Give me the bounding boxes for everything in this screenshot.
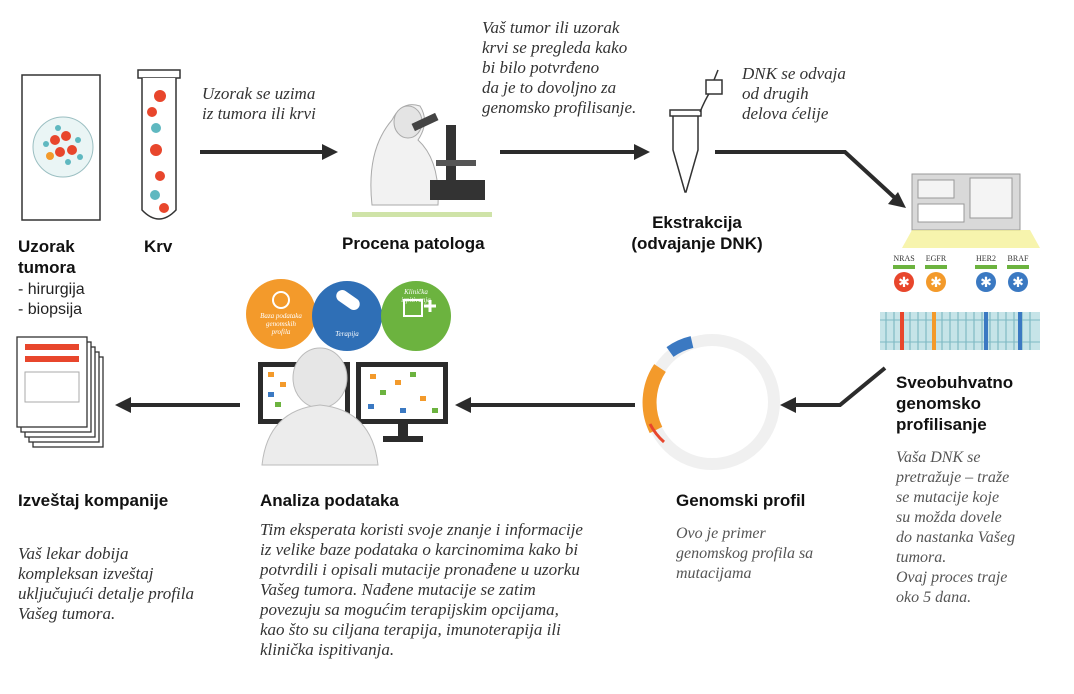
analysis-desc-line: iz velike baze podataka o karcinomima ka… xyxy=(260,540,579,559)
sequencer-illustration xyxy=(880,173,1040,350)
gene-bar xyxy=(1007,265,1029,269)
extraction-note-line: delova ćelije xyxy=(742,104,829,123)
report-illustration xyxy=(16,336,104,448)
blood-title: Krv xyxy=(144,237,173,256)
sample-note-line: iz tumora ili krvi xyxy=(202,104,316,123)
tumor-sample-title: Uzorak tumora xyxy=(18,236,76,278)
analysis-illustration xyxy=(246,279,451,466)
profiling-title-line: Sveobuhvatno xyxy=(896,373,1014,392)
badge-database-line: profila xyxy=(271,328,291,336)
mutation-icon: ✱ xyxy=(1008,272,1028,292)
gene-bar xyxy=(893,265,915,269)
arrow-analysis-to-report xyxy=(115,397,240,413)
analysis-desc-line: kao što su ciljana terapija, imunoterapi… xyxy=(260,620,561,639)
pathologist-illustration xyxy=(352,104,492,217)
arrow-sample-to-pathologist xyxy=(200,144,338,160)
genomic-profile-desc-line: mutacijama xyxy=(676,565,752,582)
genomic-profile-desc-line: Ovo je primer xyxy=(676,525,766,542)
tumor-sample-item: - biopsija xyxy=(18,301,83,318)
gene-bar xyxy=(925,265,947,269)
report-desc-line: uključujući detalje profila xyxy=(18,584,194,603)
report-title: Izveštaj kompanije xyxy=(18,491,169,510)
genomic-profile-title: Genomski profil xyxy=(676,491,806,510)
badge-clinical-trials-line: ispitivanja xyxy=(401,296,431,304)
tumor-sample-title-line: tumora xyxy=(18,258,76,277)
badge-therapy: Terapija xyxy=(316,330,378,338)
analysis-desc-line: potvrdili i opisali mutacije pronađene u… xyxy=(260,560,580,579)
analysis-desc-line: povezuju sa mogućim terapijskim opcijama… xyxy=(260,600,559,619)
arrow-pathologist-to-extraction xyxy=(500,144,650,160)
tumor-sample-illustration xyxy=(21,74,101,221)
badge-therapy-line: Terapija xyxy=(335,330,359,338)
profiling-title: Sveobuhvatno genomsko profilisanje xyxy=(896,372,1013,435)
mutation-icon: ✱ xyxy=(926,272,946,292)
pathology-note-line: da je to dovoljno za xyxy=(482,78,617,97)
profiling-desc-line: pretražuje – traže xyxy=(896,469,1010,486)
profiling-desc-line: se mutacije koje xyxy=(896,489,1000,506)
genomic-profile-desc: Ovo je primer genomskog profila sa mutac… xyxy=(676,524,813,584)
profiling-desc-line: su možda dovele xyxy=(896,509,1002,526)
genomic-profile-desc-line: genomskog profila sa xyxy=(676,545,814,562)
extraction-title-line: Ekstrakcija xyxy=(652,213,742,232)
mutation-icon: ✱ xyxy=(894,272,914,292)
tumor-sample-list: - hirurgija - biopsija xyxy=(18,280,85,320)
pathology-note-line: genomsko profilisanje. xyxy=(482,98,637,117)
pathology-note-line: bi bilo potvrđeno xyxy=(482,58,600,77)
arrow-profile-to-analysis xyxy=(455,397,635,413)
extraction-title-line: (odvajanje DNK) xyxy=(631,234,763,253)
analysis-desc: Tim eksperata koristi svoje znanje i inf… xyxy=(260,520,583,660)
pathology-note-line: Vaš tumor ili uzorak xyxy=(482,18,620,37)
analysis-desc-line: klinička ispitivanja. xyxy=(260,640,395,659)
arrow-extraction-to-profiling xyxy=(715,150,906,208)
badge-clinical-trials: Klinička ispitivanja xyxy=(385,288,447,304)
profiling-desc-line: Vaša DNK se xyxy=(896,449,981,466)
extraction-note-line: od drugih xyxy=(742,84,809,103)
analysis-desc-line: Tim eksperata koristi svoje znanje i inf… xyxy=(260,520,583,539)
report-desc-line: Vaš lekar dobija xyxy=(18,544,129,563)
mutation-icon: ✱ xyxy=(976,272,996,292)
gene-bar xyxy=(975,265,997,269)
extraction-note: DNK se odvaja od drugih delova ćelije xyxy=(742,64,846,124)
analysis-title: Analiza podataka xyxy=(260,491,399,510)
extraction-title: Ekstrakcija (odvajanje DNK) xyxy=(612,212,782,254)
extraction-tube-illustration xyxy=(669,69,723,193)
gene-markers: NRAS ✱ EGFR ✱ HER2 ✱ BRAF ✱ xyxy=(884,254,1044,304)
sample-note-line: Uzorak se uzima xyxy=(202,84,316,103)
profiling-title-line: profilisanje xyxy=(896,415,987,434)
gene-label-egfr: EGFR xyxy=(925,254,947,263)
profiling-desc-line: tumora. xyxy=(896,549,947,566)
profiling-desc-line: Ovaj proces traje xyxy=(896,569,1008,586)
badge-database-line: genomskih xyxy=(266,320,296,328)
profiling-desc-line: oko 5 dana. xyxy=(896,589,972,606)
pathologist-title: Procena patologa xyxy=(342,234,485,253)
gene-label-nras: NRAS xyxy=(893,254,915,263)
analysis-desc-line: Vašeg tumora. Nađene mutacije se zatim xyxy=(260,580,536,599)
report-desc-line: kompleksan izveštaj xyxy=(18,564,154,583)
arrow-profiling-to-profile xyxy=(780,366,887,413)
gene-label-braf: BRAF xyxy=(1007,254,1029,263)
report-desc: Vaš lekar dobija kompleksan izveštaj ukl… xyxy=(18,544,194,624)
genomic-profile-ring xyxy=(642,334,780,470)
sample-note: Uzorak se uzima iz tumora ili krvi xyxy=(202,84,316,124)
tumor-sample-title-line: Uzorak xyxy=(18,237,75,256)
badge-database-line: Baza podataka xyxy=(260,312,302,320)
profiling-title-line: genomsko xyxy=(896,394,982,413)
pathology-note-line: krvi se pregleda kako xyxy=(482,38,628,57)
tumor-sample-item: - hirurgija xyxy=(18,281,85,298)
pathology-note: Vaš tumor ili uzorak krvi se pregleda ka… xyxy=(482,18,636,118)
blood-tube-illustration xyxy=(137,69,181,220)
report-desc-line: Vašeg tumora. xyxy=(18,604,116,623)
extraction-note-line: DNK se odvaja xyxy=(742,64,846,83)
badge-clinical-trials-line: Klinička xyxy=(404,288,428,296)
gene-label-her2: HER2 xyxy=(976,254,996,263)
badge-database: Baza podataka genomskih profila xyxy=(250,300,312,336)
profiling-desc: Vaša DNK se pretražuje – traže se mutaci… xyxy=(896,448,1015,608)
profiling-desc-line: do nastanka Vašeg xyxy=(896,529,1016,546)
